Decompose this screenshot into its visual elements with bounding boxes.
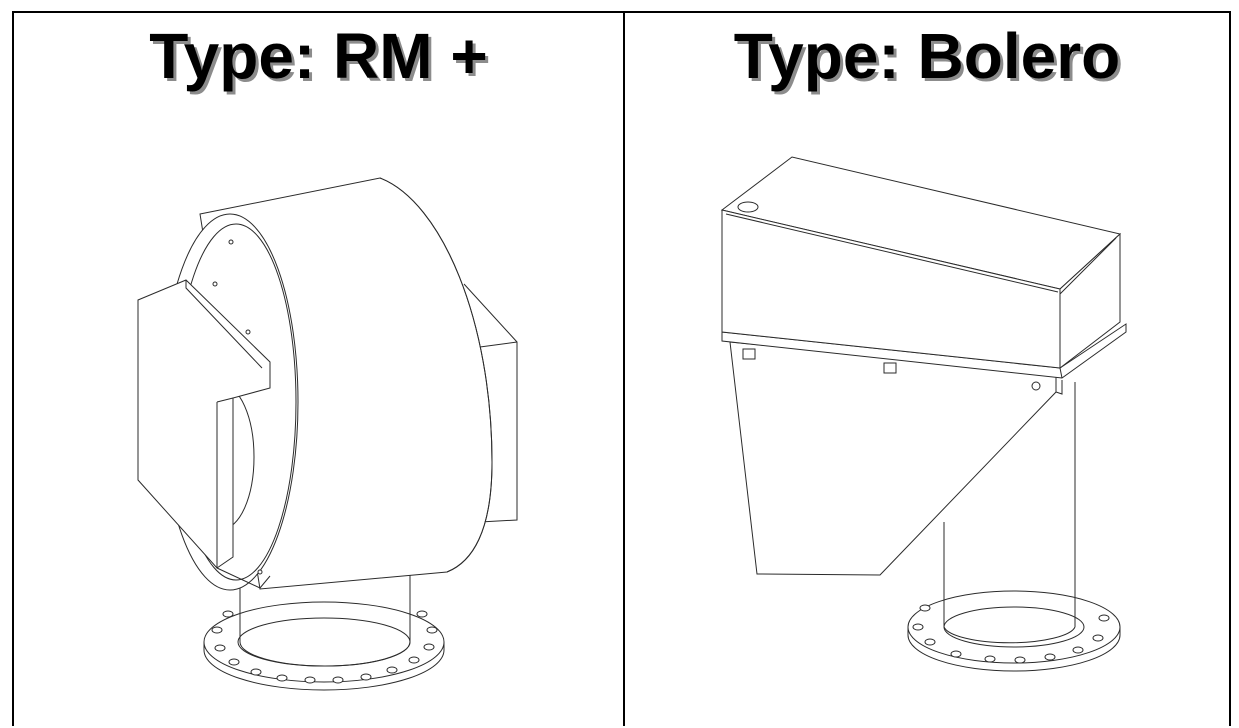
bolero-flange	[908, 591, 1120, 671]
panel-bolero: Type: Bolero	[625, 13, 1229, 726]
rm-plus-drawing	[14, 13, 625, 728]
panel-title-bolero: Type: Bolero	[733, 20, 1121, 92]
bolero-drawing	[625, 13, 1229, 728]
comparison-table: Type: RM +	[12, 11, 1231, 726]
rm-hood	[138, 280, 270, 588]
panel-title-rm-plus: Type: RM +	[149, 20, 488, 92]
rm-flange	[204, 602, 444, 690]
bolero-pedestal	[944, 382, 1075, 643]
bolero-hood	[730, 342, 1062, 575]
panel-rm-plus: Type: RM +	[14, 13, 625, 726]
bolero-box	[722, 157, 1120, 368]
